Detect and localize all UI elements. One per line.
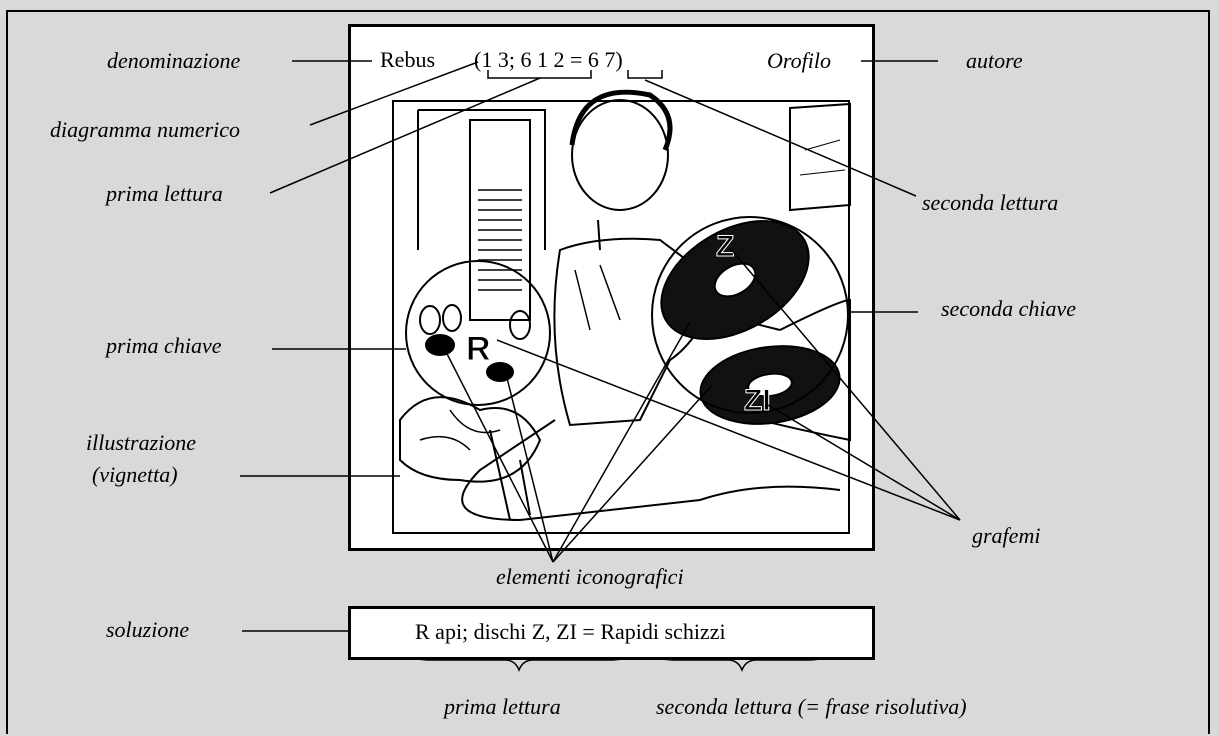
solution-box: [348, 606, 875, 660]
prima-chiave-label: prima chiave: [106, 333, 222, 358]
seconda-chiave-label: seconda chiave: [941, 296, 1076, 321]
couch: [759, 298, 851, 442]
bee-2: [486, 362, 514, 382]
author-name: Orofilo: [767, 48, 831, 73]
prima-lettura-top-label: prima lettura: [106, 181, 223, 206]
author-label: autore: [966, 48, 1023, 73]
numeric-diagram: (1 3; 6 1 2 = 6 7): [474, 47, 623, 72]
soluzione-label: soluzione: [106, 617, 190, 642]
name-label: denominazione: [107, 48, 241, 73]
boy-neck: [597, 219, 601, 251]
grapheme-z: Z: [716, 230, 734, 263]
grapheme-r: R: [466, 330, 491, 368]
elementi-iconografici-label: elementi iconografici: [496, 564, 684, 589]
illustrazione-label: illustrazione: [86, 430, 197, 455]
solution-text: R api; dischi Z, ZI = Rapidi schizzi: [415, 619, 726, 644]
illustration-frame: [392, 100, 850, 534]
prima-chiave-circle: [405, 260, 551, 406]
seconda-lettura-top-label: seconda lettura: [922, 190, 1059, 215]
boy-shirt: [553, 237, 722, 427]
rebus-title: Rebus: [380, 47, 435, 72]
seconda-lettura-bottom-label: seconda lettura (= frase risolutiva): [656, 694, 967, 719]
wall-picture: [789, 102, 851, 212]
bee-1: [425, 334, 455, 356]
door-louvers: [478, 189, 522, 291]
bee-2-wing: [509, 310, 531, 340]
seconda-chiave-circle: [651, 216, 849, 414]
vignetta-label: (vignetta): [92, 462, 178, 487]
boy-head: [571, 99, 669, 211]
boy-legs: [461, 419, 841, 522]
door-frame: [417, 109, 546, 250]
flowers: [399, 396, 542, 483]
bee-1-wing: [419, 305, 441, 335]
grapheme-zi: ZI: [744, 384, 771, 417]
prima-lettura-bottom-label: prima lettura: [444, 694, 561, 719]
grafemi-label: grafemi: [972, 523, 1041, 548]
diagramma-numerico-label: diagramma numerico: [50, 117, 241, 142]
